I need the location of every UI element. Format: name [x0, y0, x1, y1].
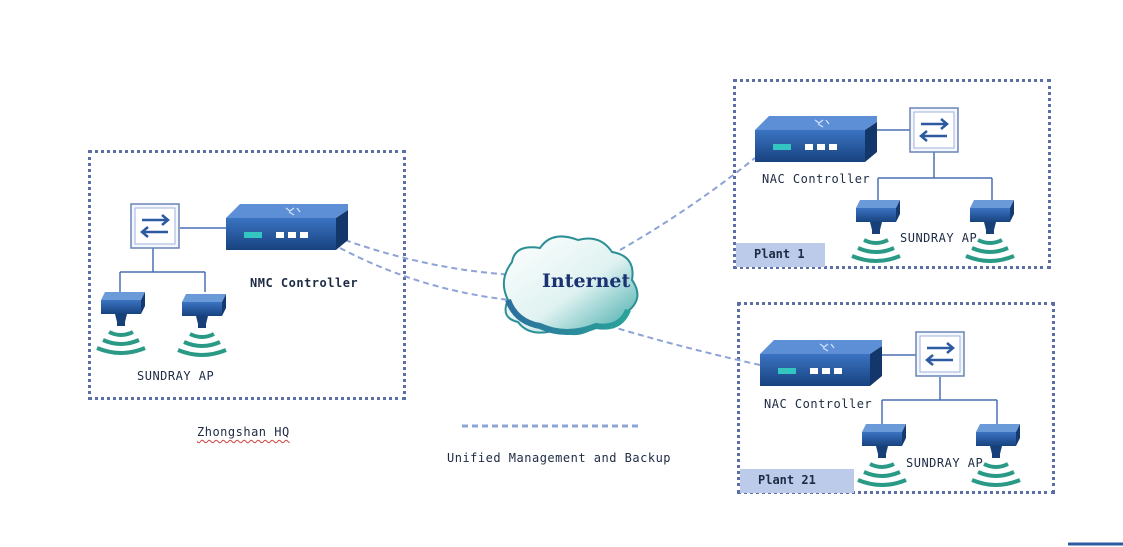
plant1-access-point-1-icon: [850, 198, 902, 263]
hq-ap-label: SUNDRAY AP: [137, 369, 215, 383]
plant21-wiring: [880, 354, 998, 424]
hq-nmc-controller-icon: [225, 203, 349, 251]
plant1-controller-label: NAC Controller: [762, 172, 871, 186]
legend-label: Unified Management and Backup: [447, 451, 672, 465]
hq-access-point-1-icon: [95, 290, 147, 355]
plant1-nac-controller-icon: [754, 115, 878, 163]
plant21-switch-icon: [914, 330, 966, 378]
hq-zone: [88, 150, 406, 400]
hq-wiring: [119, 227, 228, 292]
hq-controller-label: NMC Controller: [250, 276, 359, 290]
hq-caption: Zhongshan HQ: [197, 425, 290, 439]
plant1-ap-label: SUNDRAY AP: [900, 231, 978, 245]
cloud-icon: [502, 235, 639, 336]
plant1-zone: [733, 79, 1051, 269]
plant21-access-point-1-icon: [856, 422, 908, 487]
plant21-controller-label: NAC Controller: [764, 397, 873, 411]
link-internet-plant1: [619, 157, 756, 251]
plant1-tag: Plant 1: [736, 243, 825, 267]
link-hq-internet-2: [339, 247, 511, 301]
plant21-ap-label: SUNDRAY AP: [906, 456, 984, 470]
plant1-switch-icon: [908, 106, 960, 154]
plant21-tag: Plant 21: [740, 469, 854, 493]
plant21-zone: [737, 302, 1055, 494]
hq-access-point-2-icon: [176, 292, 228, 357]
plant1-wiring: [875, 129, 993, 200]
link-hq-internet-1: [344, 239, 516, 276]
hq-switch-icon: [129, 202, 181, 250]
plant21-nac-controller-icon: [759, 339, 883, 387]
plant21-access-point-2-icon: [970, 422, 1022, 487]
internet-label: Internet: [542, 270, 631, 292]
